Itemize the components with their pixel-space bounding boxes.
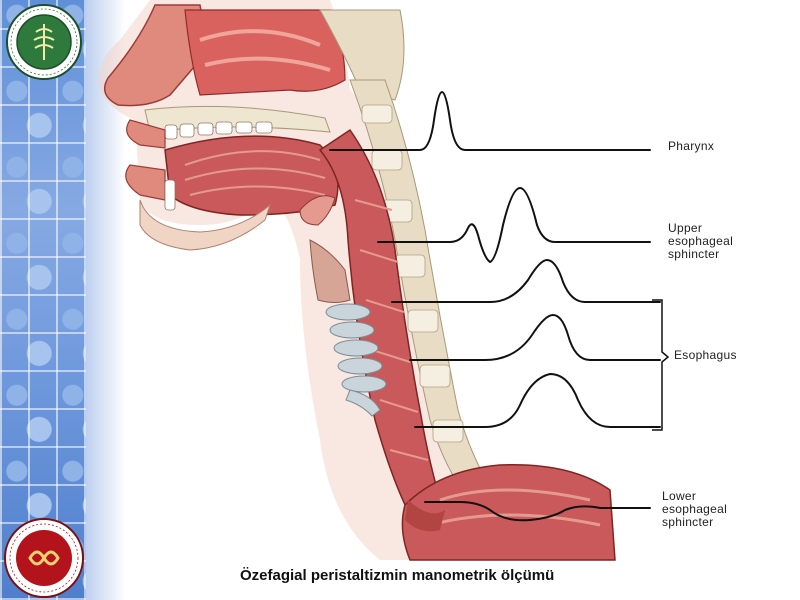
label-lower-esophageal-sphincter: Lower esophageal sphincter <box>662 490 727 529</box>
slide-caption: Özefagial peristaltizmin manometrik ölçü… <box>240 567 555 584</box>
epiglottis <box>299 195 336 226</box>
lower-sphincter-pressure-trace <box>424 501 651 522</box>
upper-teeth <box>164 121 273 140</box>
label-les-line1: Lower <box>662 489 697 503</box>
label-les-line3: sphincter <box>662 515 714 529</box>
label-esophagus-text: Esophagus <box>674 348 737 362</box>
decorative-sidebar <box>0 0 86 600</box>
label-pharynx-text: Pharynx <box>668 139 715 153</box>
upper-sphincter-pressure-trace <box>377 187 651 263</box>
label-ues-line1: Upper <box>668 221 703 235</box>
lower-teeth <box>164 179 176 211</box>
larynx <box>309 239 351 303</box>
label-upper-esophageal-sphincter: Upper esophageal sphincter <box>668 222 733 261</box>
esophagus-middle-pressure-trace <box>409 314 661 361</box>
lips <box>125 119 166 201</box>
skull-bone <box>319 9 405 101</box>
tongue <box>164 135 339 216</box>
label-les-line2: esophageal <box>662 502 728 516</box>
label-esophagus: Esophagus <box>674 349 737 362</box>
lower-sphincter-tissue <box>405 500 445 532</box>
istanbul-university-seal-logo <box>6 4 82 80</box>
nasal-cavity <box>184 9 346 96</box>
stomach <box>401 463 616 561</box>
esophagus-bracket <box>652 299 670 431</box>
esophagus-lower-pressure-trace <box>414 373 661 428</box>
pharynx-pressure-trace <box>329 91 651 151</box>
label-pharynx: Pharynx <box>668 140 714 153</box>
chin <box>139 199 272 251</box>
trachea <box>325 303 387 417</box>
cerrahpasa-medical-faculty-seal-logo <box>4 518 84 598</box>
vertebrae <box>361 104 464 443</box>
label-ues-line2: esophageal <box>668 234 734 248</box>
esophagus-upper-pressure-trace <box>391 259 661 303</box>
label-ues-line3: sphincter <box>668 247 720 261</box>
